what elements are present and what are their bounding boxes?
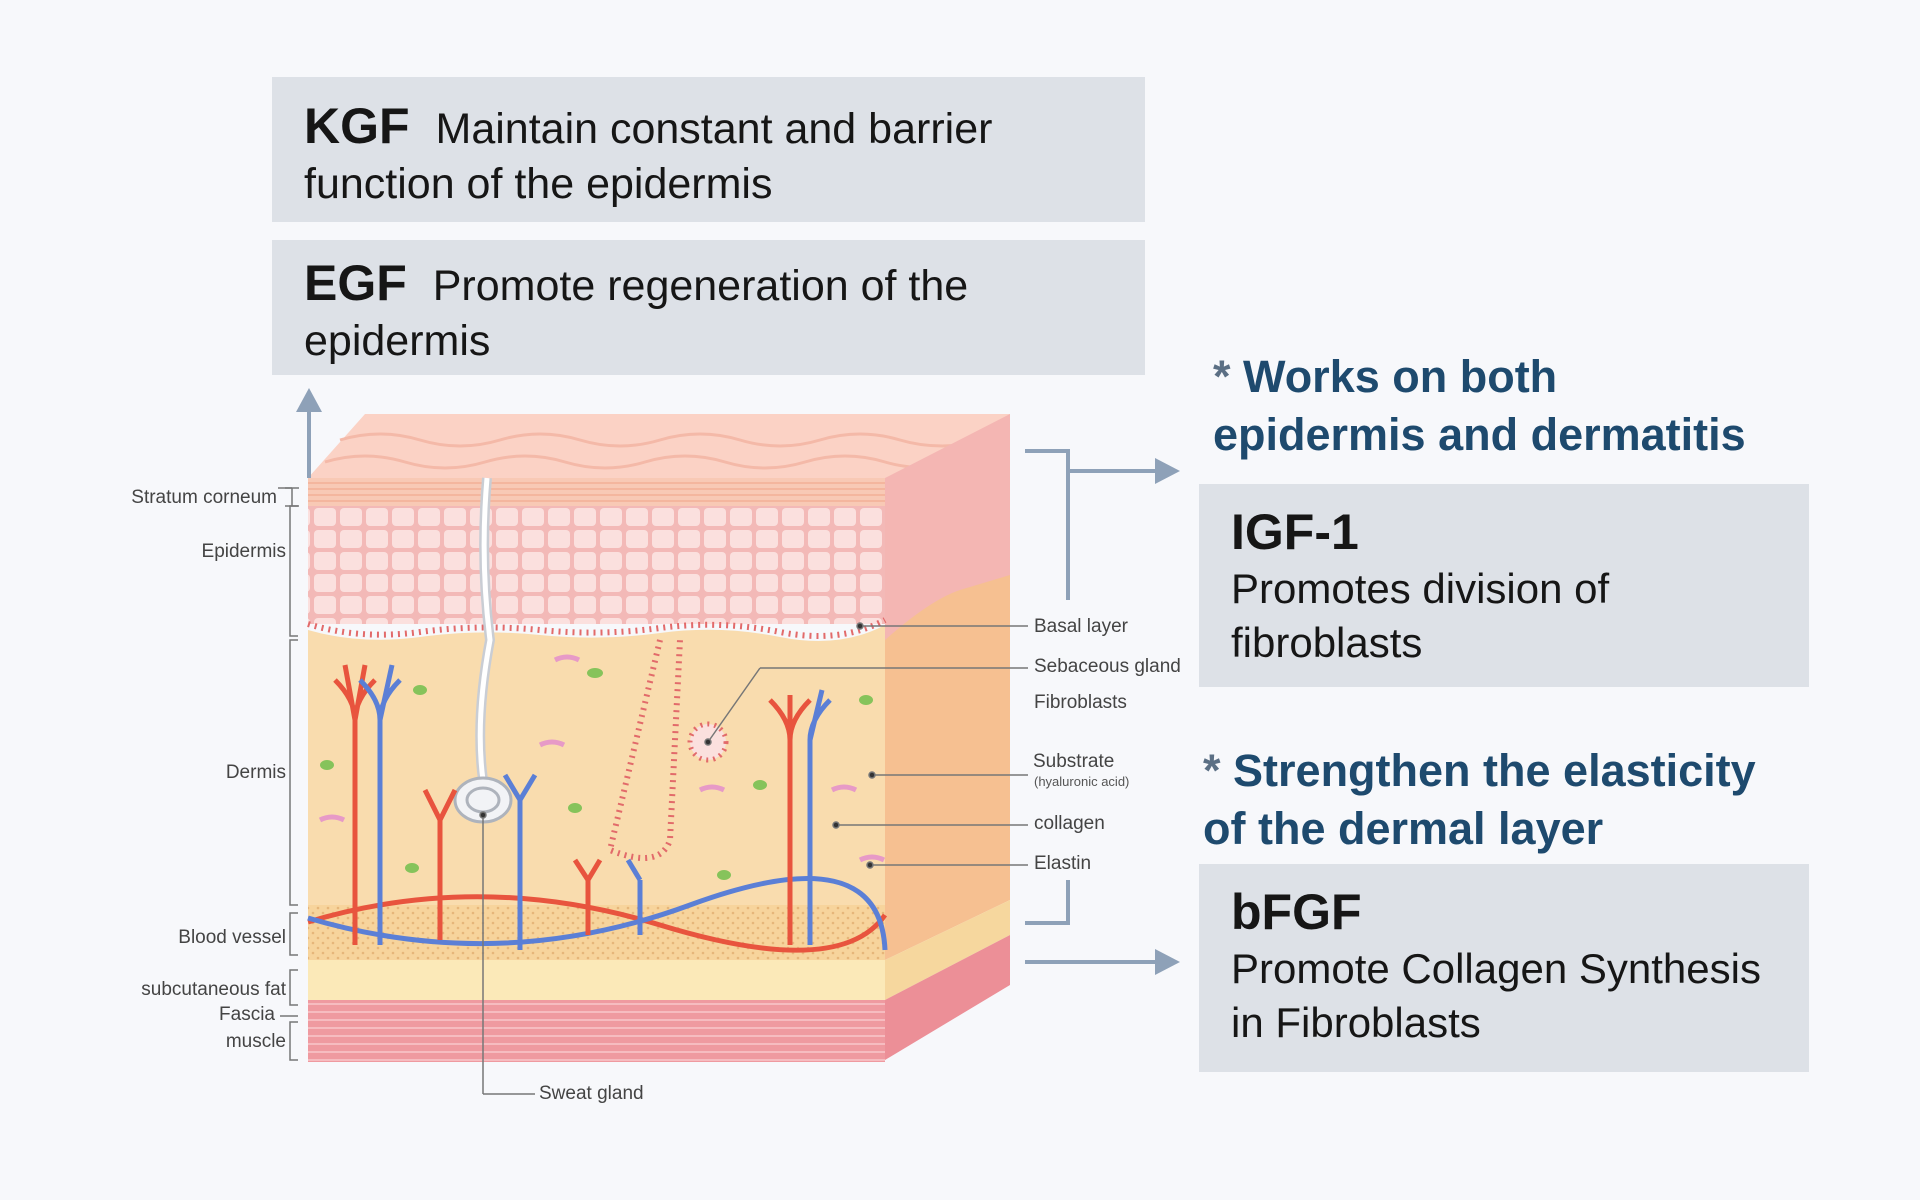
label-blood-vessel: Blood vessel bbox=[178, 927, 286, 948]
label-muscle: muscle bbox=[225, 1031, 286, 1052]
label-sebaceous-gland: Sebaceous gland bbox=[1034, 656, 1181, 677]
bfgf-description: Promote Collagen Synthesis in Fibroblast… bbox=[1231, 945, 1761, 1046]
bfgf-box: bFGF Promote Collagen Synthesis in Fibro… bbox=[1199, 864, 1809, 1072]
label-fibroblasts: Fibroblasts bbox=[1034, 692, 1127, 713]
skin-top-surface bbox=[308, 414, 1010, 478]
epidermis-layer bbox=[308, 506, 885, 624]
label-basal-layer: Basal layer bbox=[1034, 616, 1128, 637]
kgf-box: KGF Maintain constant and barrier functi… bbox=[272, 77, 1145, 222]
egf-description: Promote regeneration of the epidermis bbox=[304, 262, 969, 365]
label-epidermis: Epidermis bbox=[201, 541, 286, 562]
note-asterisk: * bbox=[1203, 745, 1221, 796]
label-subcutaneous-fat: subcutaneous fat bbox=[141, 979, 286, 1000]
note-asterisk: * bbox=[1213, 351, 1231, 402]
label-dermis: Dermis bbox=[225, 762, 286, 783]
egf-code: EGF bbox=[304, 255, 407, 311]
igf-box: IGF-1 Promotes division of fibroblasts bbox=[1199, 484, 1809, 687]
label-stratum-corneum: Stratum corneum bbox=[131, 487, 277, 508]
stratum-corneum-layer bbox=[308, 478, 885, 506]
blood-vessels bbox=[307, 664, 888, 953]
elastin-fibers bbox=[318, 654, 886, 863]
label-collagen: collagen bbox=[1034, 813, 1105, 834]
fibroblast-cells bbox=[320, 668, 873, 880]
skin-side-face bbox=[885, 414, 1010, 1060]
label-substrate-note: (hyaluronic acid) bbox=[1034, 774, 1130, 789]
igf-code: IGF-1 bbox=[1231, 504, 1359, 560]
egf-box: EGF Promote regeneration of the epidermi… bbox=[272, 240, 1145, 375]
strengthen-text: Strengthen the elasticity of the dermal … bbox=[1203, 745, 1756, 854]
left-brackets bbox=[278, 487, 299, 1061]
hair-follicle bbox=[606, 639, 683, 861]
igf-bracket-arrow bbox=[1025, 449, 1158, 600]
bfgf-code: bFGF bbox=[1231, 884, 1362, 940]
fascia-layer bbox=[308, 960, 885, 1000]
bfgf-arrow-head bbox=[1155, 949, 1180, 975]
igf-arrow-head bbox=[1155, 458, 1180, 484]
works-on-both-text: Works on both epidermis and dermatitis bbox=[1213, 351, 1746, 460]
epidermis-up-arrow bbox=[296, 388, 322, 478]
bfgf-bracket-arrow bbox=[1025, 880, 1158, 964]
kgf-description: Maintain constant and barrier function o… bbox=[304, 105, 993, 208]
muscle-layer bbox=[308, 1000, 885, 1062]
label-substrate: Substrate bbox=[1033, 751, 1115, 772]
right-leader-lines bbox=[479, 622, 1028, 1095]
works-on-both-note: * Works on both epidermis and dermatitis bbox=[1213, 348, 1773, 464]
label-sweat-gland: Sweat gland bbox=[539, 1083, 644, 1104]
strengthen-note: * Strengthen the elasticity of the derma… bbox=[1203, 742, 1803, 858]
label-elastin: Elastin bbox=[1034, 853, 1092, 874]
skin-front-face bbox=[307, 478, 887, 1062]
label-fascia: Fascia bbox=[219, 1004, 275, 1025]
igf-description: Promotes division of fibroblasts bbox=[1231, 565, 1610, 666]
kgf-code: KGF bbox=[304, 98, 410, 154]
